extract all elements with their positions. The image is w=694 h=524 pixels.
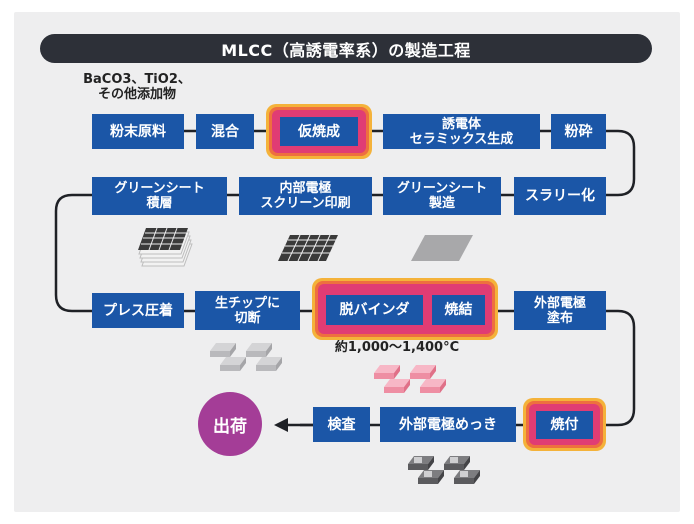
right-bend-2 [600, 309, 636, 427]
temperature-note: 約1,000～1,400°C [334, 340, 460, 355]
printed-grid-sheet-icon [278, 234, 338, 262]
step-mixing: 混合 [196, 114, 254, 149]
step-green-sheet-manufacture: グリーンシート 製造 [383, 177, 501, 215]
arrowhead-to-shipment [274, 418, 288, 432]
step-grinding: 粉砕 [551, 114, 606, 149]
step-binder-removal: 脱バインダ [326, 295, 423, 325]
step-inspection: 検査 [313, 407, 370, 442]
plated-chips-icon [408, 456, 480, 484]
step-slurry: スラリー化 [514, 177, 606, 215]
step-calcination: 仮焼成 [280, 117, 358, 146]
diagram-title: MLCC（高誘電率系）の製造工程 [40, 34, 652, 63]
step-press-bonding: プレス圧着 [92, 293, 184, 328]
step-external-electrode-coating: 外部電極 塗布 [514, 291, 606, 330]
step-external-electrode-plating: 外部電極めっき [380, 407, 516, 442]
step-green-sheet-lamination: グリーンシート 積層 [92, 177, 227, 215]
plain-sheet-icon [411, 235, 473, 261]
step-ceramic-synthesis: 誘電体 セラミックス生成 [383, 114, 540, 149]
left-bend [54, 193, 95, 313]
materials-note: BaCO3、TiO2、 その他添加物 [83, 72, 191, 102]
step-internal-electrode-print: 内部電極 スクリーン印刷 [239, 177, 372, 215]
stacked-sheets-icon [138, 227, 193, 267]
fired-chips-icon [374, 365, 446, 393]
right-bend-1 [600, 129, 636, 197]
raw-chips-icon [210, 343, 282, 371]
step-baking: 焼付 [536, 411, 593, 439]
step-sintering: 焼結 [432, 295, 485, 325]
step-powder-material: 粉末原料 [92, 114, 184, 149]
step-chip-cutting: 生チップに 切断 [195, 291, 300, 330]
shipment-circle: 出荷 [198, 392, 262, 456]
